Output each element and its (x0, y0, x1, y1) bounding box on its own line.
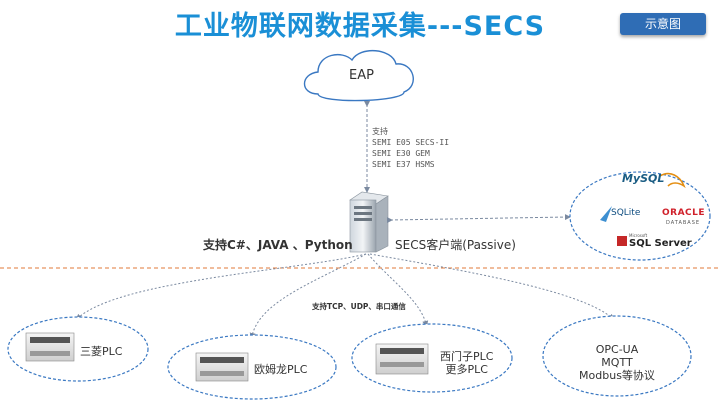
sqlserver-logo: SQL Server (629, 238, 692, 249)
other-protocols-ellipse (542, 315, 692, 397)
mitsubishi-label: 三菱PLC (80, 345, 123, 358)
oracle-logo: ORACLE (662, 208, 706, 218)
secs-client-label: SECS客户端(Passive) (395, 238, 516, 252)
support-note-line: SEMI E05 SECS-II (372, 138, 450, 147)
languages-label: 支持C#、JAVA 、Python (203, 238, 353, 252)
support-note: 支持 SEMI E05 SECS-II SEMI E30 GEM SEMI E3… (372, 126, 449, 170)
support-note-line: SEMI E37 HSMS (372, 160, 435, 169)
other-protocols-line: OPC-UA (595, 343, 639, 356)
plc-mitsubishi-icon (25, 332, 75, 362)
mysql-dolphin-icon (659, 172, 686, 189)
support-note-line: SEMI E30 GEM (372, 149, 430, 158)
omron-ellipse (167, 334, 337, 400)
link-omron (249, 253, 367, 339)
db-link (386, 214, 571, 224)
page-title: 工业物联网数据采集---SECS (174, 11, 546, 42)
sqlite-logo: SQLite (611, 208, 641, 218)
link-siemens (367, 253, 429, 327)
mysql-logo: MySQL (622, 172, 665, 185)
server-icon (349, 191, 389, 253)
siemens-label-line: 西门子PLC (440, 350, 494, 363)
siemens-label-line: 更多PLC (445, 363, 488, 376)
oracle-database-label: DATABASE (666, 220, 701, 226)
plc-omron-icon (195, 352, 249, 382)
other-protocols-label: OPC-UA MQTT Modbus等协议 (572, 343, 662, 382)
support-note-line: 支持 (372, 127, 388, 136)
protocols-note: 支持TCP、UDP、串口通信 (312, 302, 406, 311)
database-ellipse (569, 171, 711, 261)
microsoft-label: Microsoft (629, 233, 648, 238)
link-other (369, 253, 615, 320)
sqlserver-logo-icon (617, 236, 627, 246)
siemens-ellipse (351, 323, 513, 393)
sqlite-feather-icon (600, 206, 612, 222)
eap-label: EAP (349, 68, 374, 83)
plc-siemens-icon (375, 343, 429, 375)
omron-label: 欧姆龙PLC (254, 363, 308, 376)
other-protocols-line: Modbus等协议 (579, 369, 655, 382)
diagram-badge: 示意图 (620, 13, 706, 35)
siemens-label: 西门子PLC 更多PLC (440, 350, 493, 376)
other-protocols-line: MQTT (601, 356, 633, 369)
eap-cloud (303, 49, 414, 102)
